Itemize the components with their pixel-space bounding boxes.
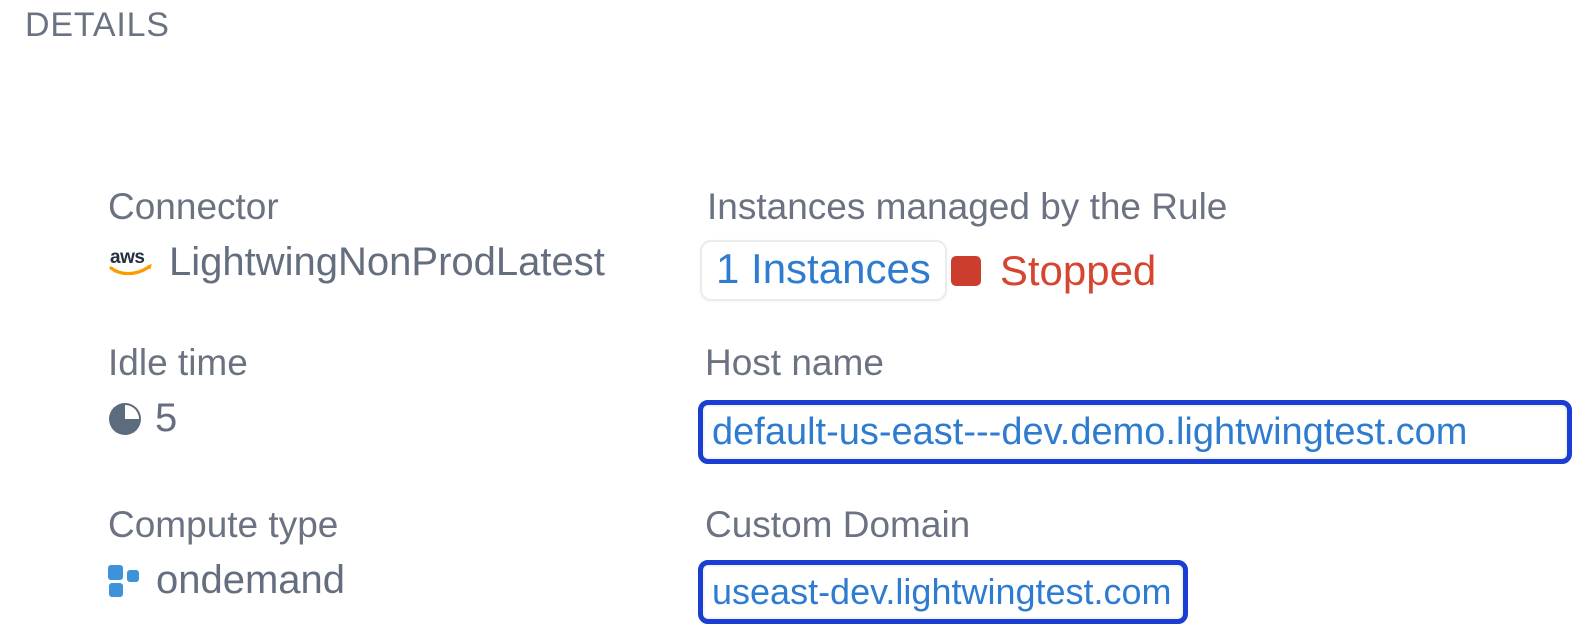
compute-type-value-row: ondemand [108,558,345,603]
compute-type-value: ondemand [156,558,346,602]
host-name-box[interactable]: default-us-east---dev.demo.lightwingtest… [698,400,1572,464]
idle-time-value-row: 5 [108,396,248,441]
field-idle-time: Idle time 5 [108,340,248,441]
svg-text:aws: aws [110,247,144,268]
aws-logo-icon: aws [108,245,156,281]
field-custom-domain: Custom Domain useast-dev.lightwingtest.c… [698,502,1188,624]
field-instances: Instances managed by the Rule 1 Instance… [700,184,1227,301]
custom-domain-box[interactable]: useast-dev.lightwingtest.com [698,560,1188,624]
connector-value-row: aws LightwingNonProdLatest [108,240,605,285]
host-name-label: Host name [705,342,884,383]
field-connector: Connector aws LightwingNonProdLatest [108,184,605,285]
compute-type-label: Compute type [108,504,339,545]
stopped-square-icon [950,255,981,286]
instances-value-row: 1 Instances Stopped [700,240,1227,301]
custom-domain-label: Custom Domain [705,504,971,545]
field-host-name: Host name default-us-east---dev.demo.lig… [698,340,1572,464]
idle-time-value: 5 [155,396,178,440]
idle-time-label: Idle time [108,342,248,383]
instances-count-link[interactable]: 1 Instances [700,240,947,301]
status-text: Stopped [999,246,1157,294]
compute-blocks-icon [108,563,143,598]
custom-domain-link[interactable]: useast-dev.lightwingtest.com [712,571,1172,612]
pie-clock-icon [108,402,142,436]
panel-title: DETAILS [25,6,170,44]
connector-value: LightwingNonProdLatest [169,240,605,284]
field-compute-type: Compute type ondemand [108,502,345,603]
instances-label: Instances managed by the Rule [707,186,1228,227]
host-name-link[interactable]: default-us-east---dev.demo.lightwingtest… [712,410,1468,453]
connector-label: Connector [108,186,279,227]
